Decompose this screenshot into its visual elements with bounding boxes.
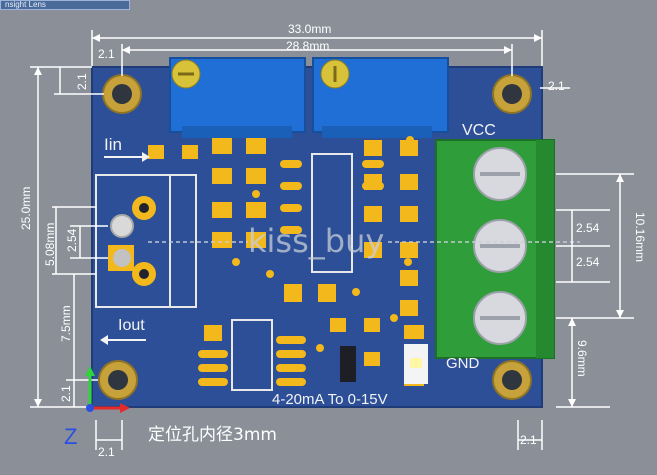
dim-height: 25.0mm xyxy=(19,187,33,230)
vias xyxy=(232,136,414,352)
dim-edge-top-right: 2.1 xyxy=(548,79,565,93)
dim-edge-bottom-left-h: 2.1 xyxy=(98,445,115,459)
pad xyxy=(318,284,336,302)
pad-hole xyxy=(139,203,149,213)
pad xyxy=(212,232,232,248)
iout-arrow-head xyxy=(100,335,108,345)
via xyxy=(390,314,398,322)
axis-gizmo: Z xyxy=(64,366,130,449)
dim-edge-top-left-h: 2.1 xyxy=(98,47,115,61)
pad xyxy=(148,145,164,159)
ic-outline-bottom xyxy=(231,319,273,391)
via xyxy=(406,136,414,144)
product-label: 4-20mA To 0-15V xyxy=(272,391,388,408)
pad xyxy=(400,206,418,222)
dimension-arrows xyxy=(34,34,624,407)
hole-core xyxy=(502,84,522,104)
pad xyxy=(400,174,418,190)
ic-lead xyxy=(198,350,228,358)
ic-lead xyxy=(280,160,302,168)
dim-terminal-pitch-2: 2.54 xyxy=(576,255,600,269)
smd-pads xyxy=(148,138,424,386)
dim-edge-top-left-v: 2.1 xyxy=(75,73,89,90)
pad xyxy=(364,242,382,258)
label-iout: Iout xyxy=(118,317,145,334)
input-connector-outline xyxy=(95,174,197,308)
potentiometers xyxy=(169,57,449,138)
pad xyxy=(284,284,302,302)
pad xyxy=(400,300,418,316)
led xyxy=(410,358,422,368)
pad xyxy=(246,138,266,154)
dim-width-outer: 33.0mm xyxy=(288,22,331,36)
hole-core xyxy=(502,370,522,390)
pad xyxy=(212,138,232,154)
dim-terminal-bottom: 9.6mm xyxy=(575,340,589,377)
ic-lead xyxy=(198,364,228,372)
label-iin: Iin xyxy=(104,135,122,154)
dim-terminal-span: 10.16mm xyxy=(633,212,647,262)
window-title-fragment: nsight Lens xyxy=(0,0,130,10)
pad xyxy=(400,140,418,156)
pad xyxy=(364,206,382,222)
label-gnd: GND xyxy=(446,355,480,372)
label-vcc: VCC xyxy=(462,122,496,139)
transistor xyxy=(340,346,356,382)
pad xyxy=(212,168,232,184)
iin-arrow-head xyxy=(142,152,150,162)
ic-lead xyxy=(276,350,306,358)
pad xyxy=(400,270,418,286)
via xyxy=(232,258,240,266)
pad xyxy=(246,168,266,184)
ic-lead xyxy=(276,378,306,386)
pad xyxy=(204,325,222,341)
pad xyxy=(330,318,346,332)
pad xyxy=(246,202,266,218)
via xyxy=(266,270,274,278)
dim-edge-bottom-right: 2.1 xyxy=(520,433,537,447)
dim-pitch-2-54-left: 2.54 xyxy=(65,228,79,252)
watermark: kiss_buy xyxy=(248,222,384,260)
ic-lead xyxy=(362,160,384,168)
dim-edge-bottom-left-v: 2.1 xyxy=(59,385,73,402)
pad xyxy=(364,352,380,366)
terminal-block xyxy=(435,139,555,359)
ic-lead xyxy=(276,364,306,372)
ic-outline-top xyxy=(311,153,353,273)
pad xyxy=(400,242,418,258)
hole-core xyxy=(112,84,132,104)
via xyxy=(252,190,260,198)
ic-lead xyxy=(280,182,302,190)
input-pin-core xyxy=(113,249,131,267)
ic-lead xyxy=(198,378,228,386)
dim-offset-7-5: 7.5mm xyxy=(59,305,73,342)
via xyxy=(316,344,324,352)
ic-lead xyxy=(276,336,306,344)
ic-lead xyxy=(280,226,302,234)
axis-label-z: Z xyxy=(64,424,77,449)
pad xyxy=(182,145,198,159)
pad xyxy=(364,140,382,156)
hole-core xyxy=(108,370,128,390)
pot-base xyxy=(182,126,292,138)
ic-lead xyxy=(362,182,384,190)
pad xyxy=(246,232,266,248)
via xyxy=(404,258,412,266)
ic-lead xyxy=(280,204,302,212)
input-pin xyxy=(110,214,134,238)
hole-diameter-note: 定位孔内径3mm xyxy=(148,425,277,445)
dimension-lines xyxy=(30,30,634,450)
via xyxy=(352,288,360,296)
pad xyxy=(404,325,424,339)
dim-width-inner: 28.8mm xyxy=(286,39,329,53)
pot-base xyxy=(322,126,432,138)
dim-terminal-pitch-1: 2.54 xyxy=(576,221,600,235)
pad-hole xyxy=(139,269,149,279)
pad xyxy=(212,202,232,218)
dim-pitch-5-08: 5.08mm xyxy=(43,223,57,266)
pad xyxy=(364,318,380,332)
